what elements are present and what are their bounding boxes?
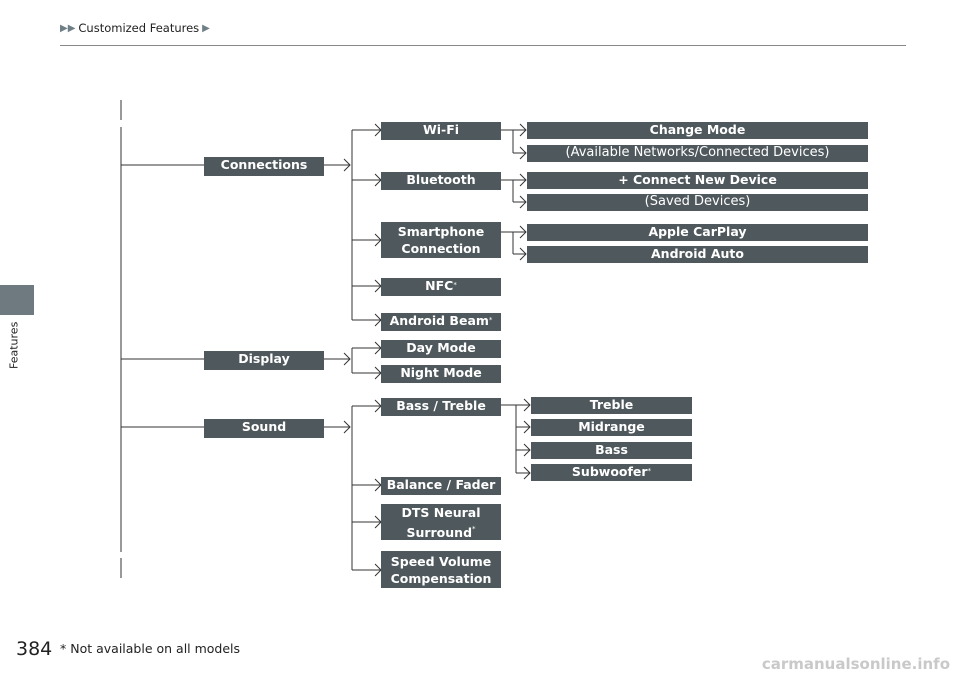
breadcrumb-section[interactable]: Customized Features bbox=[78, 21, 200, 35]
smartphone-connection-box: Smartphone Connection bbox=[381, 222, 501, 258]
connections-box: Connections bbox=[204, 157, 324, 176]
subwoofer-label: Subwoofer bbox=[571, 464, 648, 479]
day-mode-box: Day Mode bbox=[381, 340, 501, 358]
android-beam-box: Android Beam* bbox=[381, 313, 501, 331]
dts-text: DTS Neural Surround bbox=[401, 504, 481, 540]
midrange-box: Midrange bbox=[531, 419, 692, 436]
bass-box: Bass bbox=[531, 442, 692, 459]
dts-neural-surround-box: DTS Neural Surround* bbox=[381, 504, 501, 540]
triangle-icon: ▶ bbox=[202, 22, 210, 34]
saved-devices-box: (Saved Devices) bbox=[527, 194, 868, 211]
bass-treble-box: Bass / Treble bbox=[381, 398, 501, 416]
dts-label: DTS Neural Surround* bbox=[385, 504, 497, 541]
page-number: 384 bbox=[16, 638, 53, 660]
connect-new-device-box: + Connect New Device bbox=[527, 172, 868, 189]
nfc-label: NFC bbox=[425, 278, 454, 293]
footnote: * Not available on all models bbox=[60, 641, 241, 656]
apple-carplay-box: Apple CarPlay bbox=[527, 224, 868, 241]
night-mode-box: Night Mode bbox=[381, 365, 501, 383]
triangle-icon: ▶▶ bbox=[60, 22, 76, 34]
bluetooth-box: Bluetooth bbox=[381, 172, 501, 190]
asterisk-mark: * bbox=[647, 467, 652, 475]
available-networks-box: (Available Networks/Connected Devices) bbox=[527, 145, 868, 162]
watermark: carmanualsonline.info bbox=[761, 655, 950, 673]
asterisk-mark: * bbox=[453, 281, 457, 289]
android-auto-box: Android Auto bbox=[527, 246, 868, 263]
change-mode-box: Change Mode bbox=[527, 122, 868, 139]
header-divider bbox=[60, 45, 906, 46]
speed-volume-compensation-box: Speed Volume Compensation bbox=[381, 551, 501, 588]
wifi-box: Wi-Fi bbox=[381, 122, 501, 140]
sound-box: Sound bbox=[204, 419, 324, 438]
section-tab-marker bbox=[0, 285, 34, 315]
treble-box: Treble bbox=[531, 397, 692, 414]
asterisk-mark: * bbox=[488, 316, 493, 324]
nfc-box: NFC* bbox=[381, 278, 501, 296]
breadcrumb: ▶▶ Customized Features ▶ bbox=[60, 19, 210, 37]
subwoofer-box: Subwoofer* bbox=[531, 464, 692, 481]
balance-fader-box: Balance / Fader bbox=[381, 477, 501, 495]
asterisk-mark: * bbox=[472, 524, 476, 533]
display-box: Display bbox=[204, 351, 324, 370]
android-beam-label: Android Beam bbox=[389, 313, 489, 328]
